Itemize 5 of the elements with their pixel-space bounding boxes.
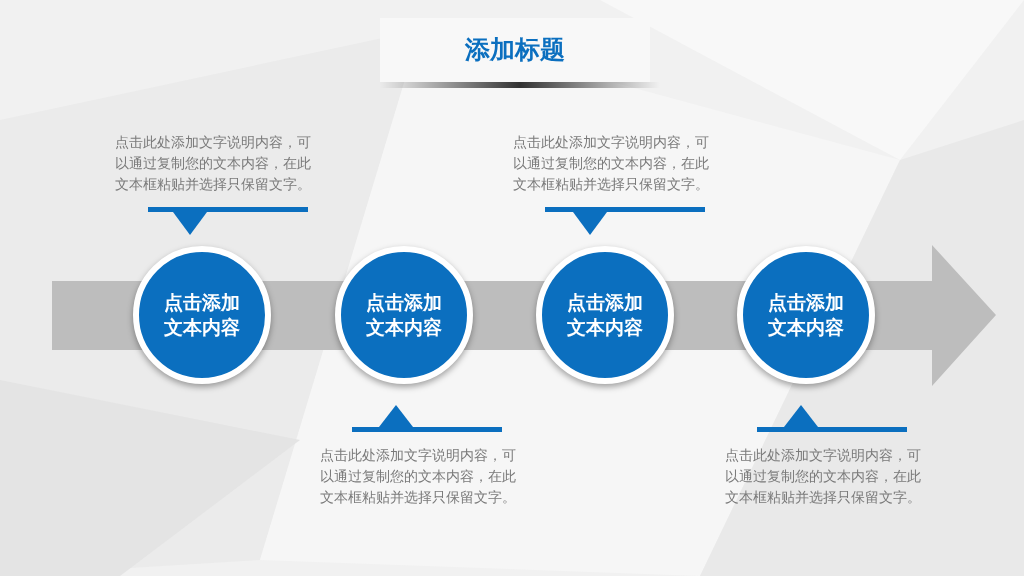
description-text: 点击此处添加文字说明内容，可以通过复制您的文本内容，在此文本框粘贴并选择只保留文字。 bbox=[320, 446, 517, 507]
description-text: 点击此处添加文字说明内容，可以通过复制您的文本内容，在此文本框粘贴并选择只保留文字。 bbox=[115, 133, 312, 194]
title: 添加标题 bbox=[464, 34, 566, 66]
description-text: 点击此处添加文字说明内容，可以通过复制您的文本内容，在此文本框粘贴并选择只保留文字。 bbox=[725, 446, 922, 507]
description-text: 点击此处添加文字说明内容，可以通过复制您的文本内容，在此文本框粘贴并选择只保留文字。 bbox=[513, 133, 710, 194]
